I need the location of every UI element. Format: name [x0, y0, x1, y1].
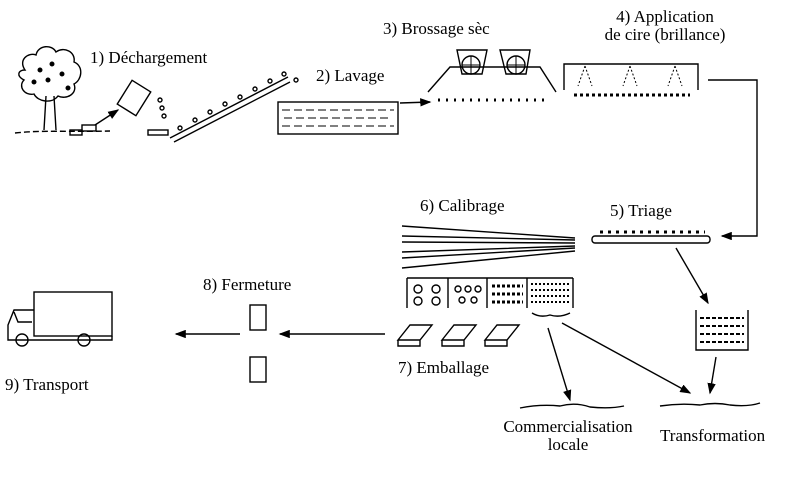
step-washing-label: 2) Lavage — [316, 66, 385, 85]
step-waxing-line2: de cire (brillance) — [604, 24, 726, 44]
arrow-to-unloading — [94, 109, 120, 126]
brushing-machine — [427, 49, 557, 102]
arrow-to-transformation — [707, 356, 717, 395]
step-closing-label: 8) Fermeture — [203, 275, 292, 294]
output-local-market-line1: Commercialisation — [503, 417, 633, 436]
step-brushing-label: 3) Brossage sèc — [383, 19, 490, 38]
truck-icon — [7, 291, 113, 347]
output-local-market-line2: locale — [547, 434, 589, 454]
brace — [531, 312, 571, 317]
conveyor-belt — [147, 71, 299, 143]
step-unloading-label: 1) Déchargement — [90, 48, 208, 67]
wavy-line — [519, 403, 625, 409]
step-sorting-label: 5) Triage — [610, 201, 672, 220]
tree-icon — [14, 46, 111, 136]
arrow-to-sorting — [708, 79, 758, 241]
step-packing-label: 7) Emballage — [398, 358, 490, 377]
wash-tank — [277, 101, 399, 135]
size-bins — [406, 277, 574, 308]
arrow-to-transformation — [561, 322, 692, 394]
step-transport-label: 9) Transport — [5, 375, 89, 394]
wax-spray-unit — [563, 63, 699, 97]
sizing-rollers — [401, 225, 576, 269]
output-transformation-label: Transformation — [660, 426, 766, 445]
arrow-to-rejects — [675, 247, 709, 305]
packing-trays — [396, 324, 521, 347]
box-icon — [249, 356, 267, 383]
output-local-market-label: Commercialisation locale — [480, 418, 656, 454]
box-icon — [249, 304, 267, 331]
arrow-to-brushing — [399, 98, 432, 107]
step-sizing-label: 6) Calibrage — [420, 196, 505, 215]
crate-icon — [116, 79, 152, 117]
reject-bin — [695, 310, 749, 351]
arrow-to-local-market — [547, 327, 572, 402]
step-waxing-label: 4) Application de cire (brillance) — [580, 8, 750, 44]
wavy-line — [659, 402, 761, 407]
step-waxing-line1: 4) Application — [616, 7, 714, 26]
sorting-belt — [591, 230, 711, 244]
